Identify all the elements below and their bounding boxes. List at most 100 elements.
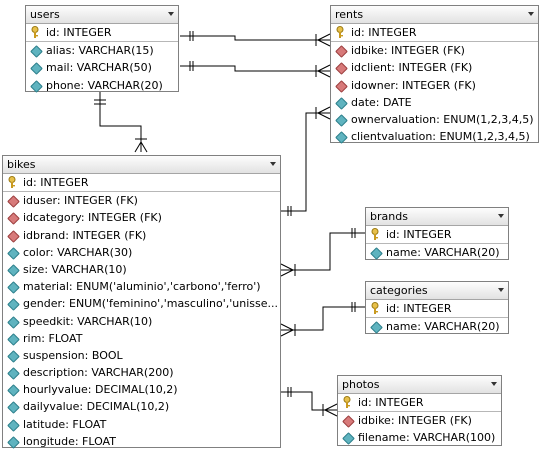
attribute-icon <box>7 298 20 312</box>
foreign-key-icon <box>335 45 348 59</box>
dropdown-arrow-icon[interactable] <box>498 288 504 292</box>
foreign-key-icon <box>335 62 348 76</box>
column-row: speedkit: VARCHAR(10) <box>3 313 280 330</box>
key-icon <box>7 176 17 189</box>
column-row: idbike: INTEGER (FK) <box>338 412 501 429</box>
column-label: idowner: INTEGER (FK) <box>351 78 476 92</box>
column-row: name: VARCHAR(20) <box>366 244 508 261</box>
column-row: hourlyvalue: DECIMAL(10,2) <box>3 381 280 398</box>
column-row: clientvaluation: ENUM(1,2,3,4,5) <box>331 128 538 145</box>
table-title: brands <box>370 210 408 223</box>
dropdown-arrow-icon[interactable] <box>168 12 174 16</box>
attribute-icon <box>7 435 20 449</box>
table-header[interactable]: categories <box>366 282 508 300</box>
key-icon <box>342 396 352 409</box>
table-photos[interactable]: photos id: INTEGER idbike: INTEGER (FK)f… <box>337 375 502 446</box>
column-list: name: VARCHAR(20) <box>366 244 508 261</box>
attribute-icon <box>335 114 348 127</box>
column-row: longitude: FLOAT <box>3 433 280 450</box>
column-label: color: VARCHAR(30) <box>23 245 133 259</box>
column-label: mail: VARCHAR(50) <box>46 61 152 75</box>
column-row: size: VARCHAR(10) <box>3 261 280 278</box>
attribute-icon <box>7 264 20 277</box>
table-users[interactable]: users id: INTEGER alias: VARCHAR(15)mail… <box>25 5 179 94</box>
crow-foot <box>280 263 294 271</box>
table-title: users <box>30 8 60 21</box>
column-label: material: ENUM('aluminio','carbono','fer… <box>23 280 261 294</box>
column-row: idbrand: INTEGER (FK) <box>3 227 280 244</box>
dropdown-arrow-icon[interactable] <box>491 382 497 386</box>
crow-foot <box>317 33 331 41</box>
key-icon <box>370 228 380 241</box>
attribute-icon <box>30 62 43 76</box>
attribute-icon <box>7 315 20 329</box>
attribute-icon <box>7 384 20 398</box>
column-row: idclient: INTEGER (FK) <box>331 59 538 76</box>
table-categories[interactable]: categories id: INTEGER name: VARCHAR(20) <box>365 281 509 335</box>
foreign-key-icon <box>335 79 348 93</box>
key-icon <box>370 302 380 315</box>
column-label: size: VARCHAR(10) <box>23 262 127 276</box>
column-row: description: VARCHAR(200) <box>3 364 280 381</box>
column-row: color: VARCHAR(30) <box>3 244 280 261</box>
column-row: latitude: FLOAT <box>3 416 280 433</box>
column-label: idbrand: INTEGER (FK) <box>23 228 147 242</box>
attribute-icon <box>7 246 20 260</box>
column-label: rim: FLOAT <box>23 331 83 345</box>
crow-foot <box>140 141 148 153</box>
column-list: alias: VARCHAR(15)mail: VARCHAR(50)phone… <box>26 42 178 94</box>
attribute-icon <box>30 45 43 59</box>
foreign-key-icon <box>342 415 355 429</box>
dropdown-arrow-icon[interactable] <box>270 162 276 166</box>
attribute-icon <box>7 332 20 346</box>
primary-key-row: id: INTEGER <box>366 226 508 245</box>
crow-foot <box>317 64 331 72</box>
table-title: rents <box>335 8 364 21</box>
column-row: idowner: INTEGER (FK) <box>331 77 538 94</box>
crow-foot <box>134 141 142 153</box>
column-label: idcategory: INTEGER (FK) <box>23 211 162 225</box>
table-bikes[interactable]: bikes id: INTEGER iduser: INTEGER (FK)id… <box>2 155 281 450</box>
relation-users-rents-owner <box>180 65 330 72</box>
column-label: dailyvalue: DECIMAL(10,2) <box>23 400 170 414</box>
attribute-icon <box>342 432 355 446</box>
column-label: idbike: INTEGER (FK) <box>358 414 472 428</box>
attribute-icon <box>7 350 20 363</box>
table-header[interactable]: brands <box>366 208 508 226</box>
table-header[interactable]: users <box>26 6 178 24</box>
relation-users-rents-client <box>180 35 330 41</box>
primary-key-row: id: INTEGER <box>26 24 178 43</box>
column-label: idbike: INTEGER (FK) <box>351 44 465 58</box>
key-icon <box>335 26 345 39</box>
table-rents[interactable]: rents id: INTEGER idbike: INTEGER (FK)id… <box>330 5 539 145</box>
table-title: photos <box>342 378 380 391</box>
crow-foot <box>317 70 331 78</box>
column-row: filename: VARCHAR(100) <box>338 429 501 446</box>
primary-key-row: id: INTEGER <box>331 24 538 43</box>
relation-brands-bikes <box>281 232 365 271</box>
crow-foot <box>280 329 294 337</box>
foreign-key-icon <box>7 212 20 226</box>
column-list: iduser: INTEGER (FK) idcategory: INTEGER … <box>3 192 280 450</box>
table-title: bikes <box>7 158 36 171</box>
column-label: suspension: BOOL <box>23 348 123 362</box>
column-row: mail: VARCHAR(50) <box>26 59 178 76</box>
table-header[interactable]: photos <box>338 376 501 394</box>
attribute-icon <box>335 131 348 144</box>
column-label: longitude: FLOAT <box>23 434 116 448</box>
column-label: idclient: INTEGER (FK) <box>351 61 473 75</box>
table-header[interactable]: rents <box>331 6 538 24</box>
crow-foot <box>324 409 338 417</box>
column-list: idbike: INTEGER (FK) idclient: INTEGER (F… <box>331 42 538 145</box>
table-header[interactable]: bikes <box>3 156 280 174</box>
column-label: name: VARCHAR(20) <box>386 320 500 334</box>
column-label: latitude: FLOAT <box>23 417 107 431</box>
dropdown-arrow-icon[interactable] <box>498 214 504 218</box>
column-row: iduser: INTEGER (FK) <box>3 192 280 209</box>
column-label: phone: VARCHAR(20) <box>46 78 163 92</box>
dropdown-arrow-icon[interactable] <box>528 12 534 16</box>
column-label: ownervaluation: ENUM(1,2,3,4,5) <box>351 112 534 126</box>
table-brands[interactable]: brands id: INTEGER name: VARCHAR(20) <box>365 207 509 261</box>
column-label: gender: ENUM('feminino','masculino','uni… <box>23 297 279 311</box>
column-row: dailyvalue: DECIMAL(10,2) <box>3 398 280 415</box>
